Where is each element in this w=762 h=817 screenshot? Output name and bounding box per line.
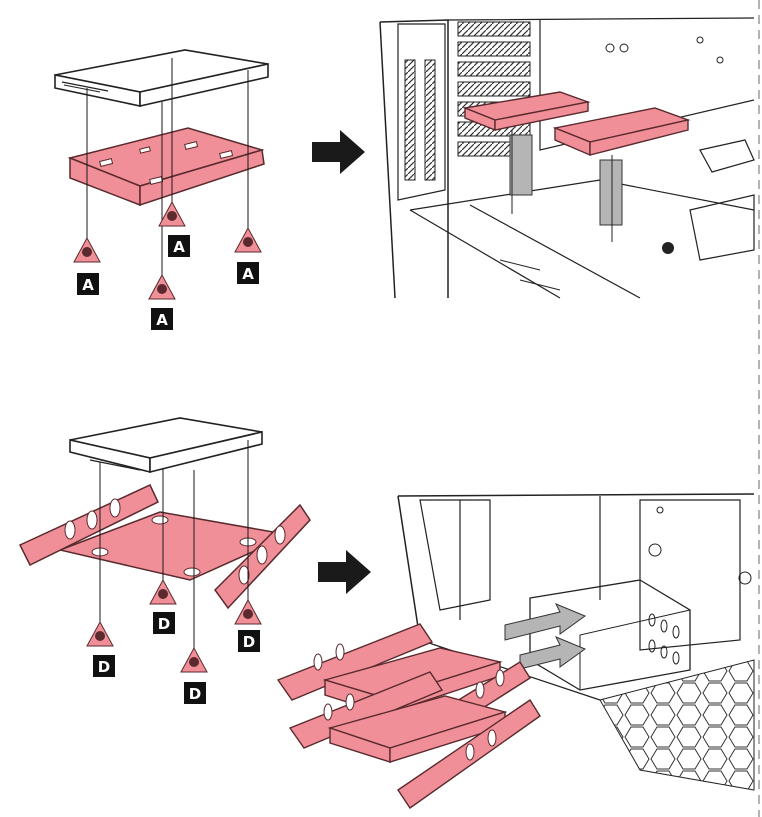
label-a-1: A [82,276,94,294]
bottom-drive-assembly: D D D D [20,418,310,704]
label-a-2: A [173,238,185,256]
case-interior-bottom [278,494,754,808]
screw-labels-a: A A A A [77,235,259,330]
case-interior-top [380,18,754,298]
label-d-3: D [189,685,201,703]
top-drive-assembly: A A A A [55,50,268,330]
screw-triangle-icon [74,202,261,299]
right-arrow-icon [312,130,365,174]
label-a-4: A [156,311,168,329]
screw-labels-d: D D D D [93,612,260,704]
mounting-bracket [70,128,264,205]
ssd-drive [70,418,262,472]
label-d-4: D [243,633,255,651]
label-a-3: A [242,265,254,283]
right-arrow-icon [318,550,371,594]
label-d-1: D [98,658,110,676]
label-d-2: D [158,615,170,633]
